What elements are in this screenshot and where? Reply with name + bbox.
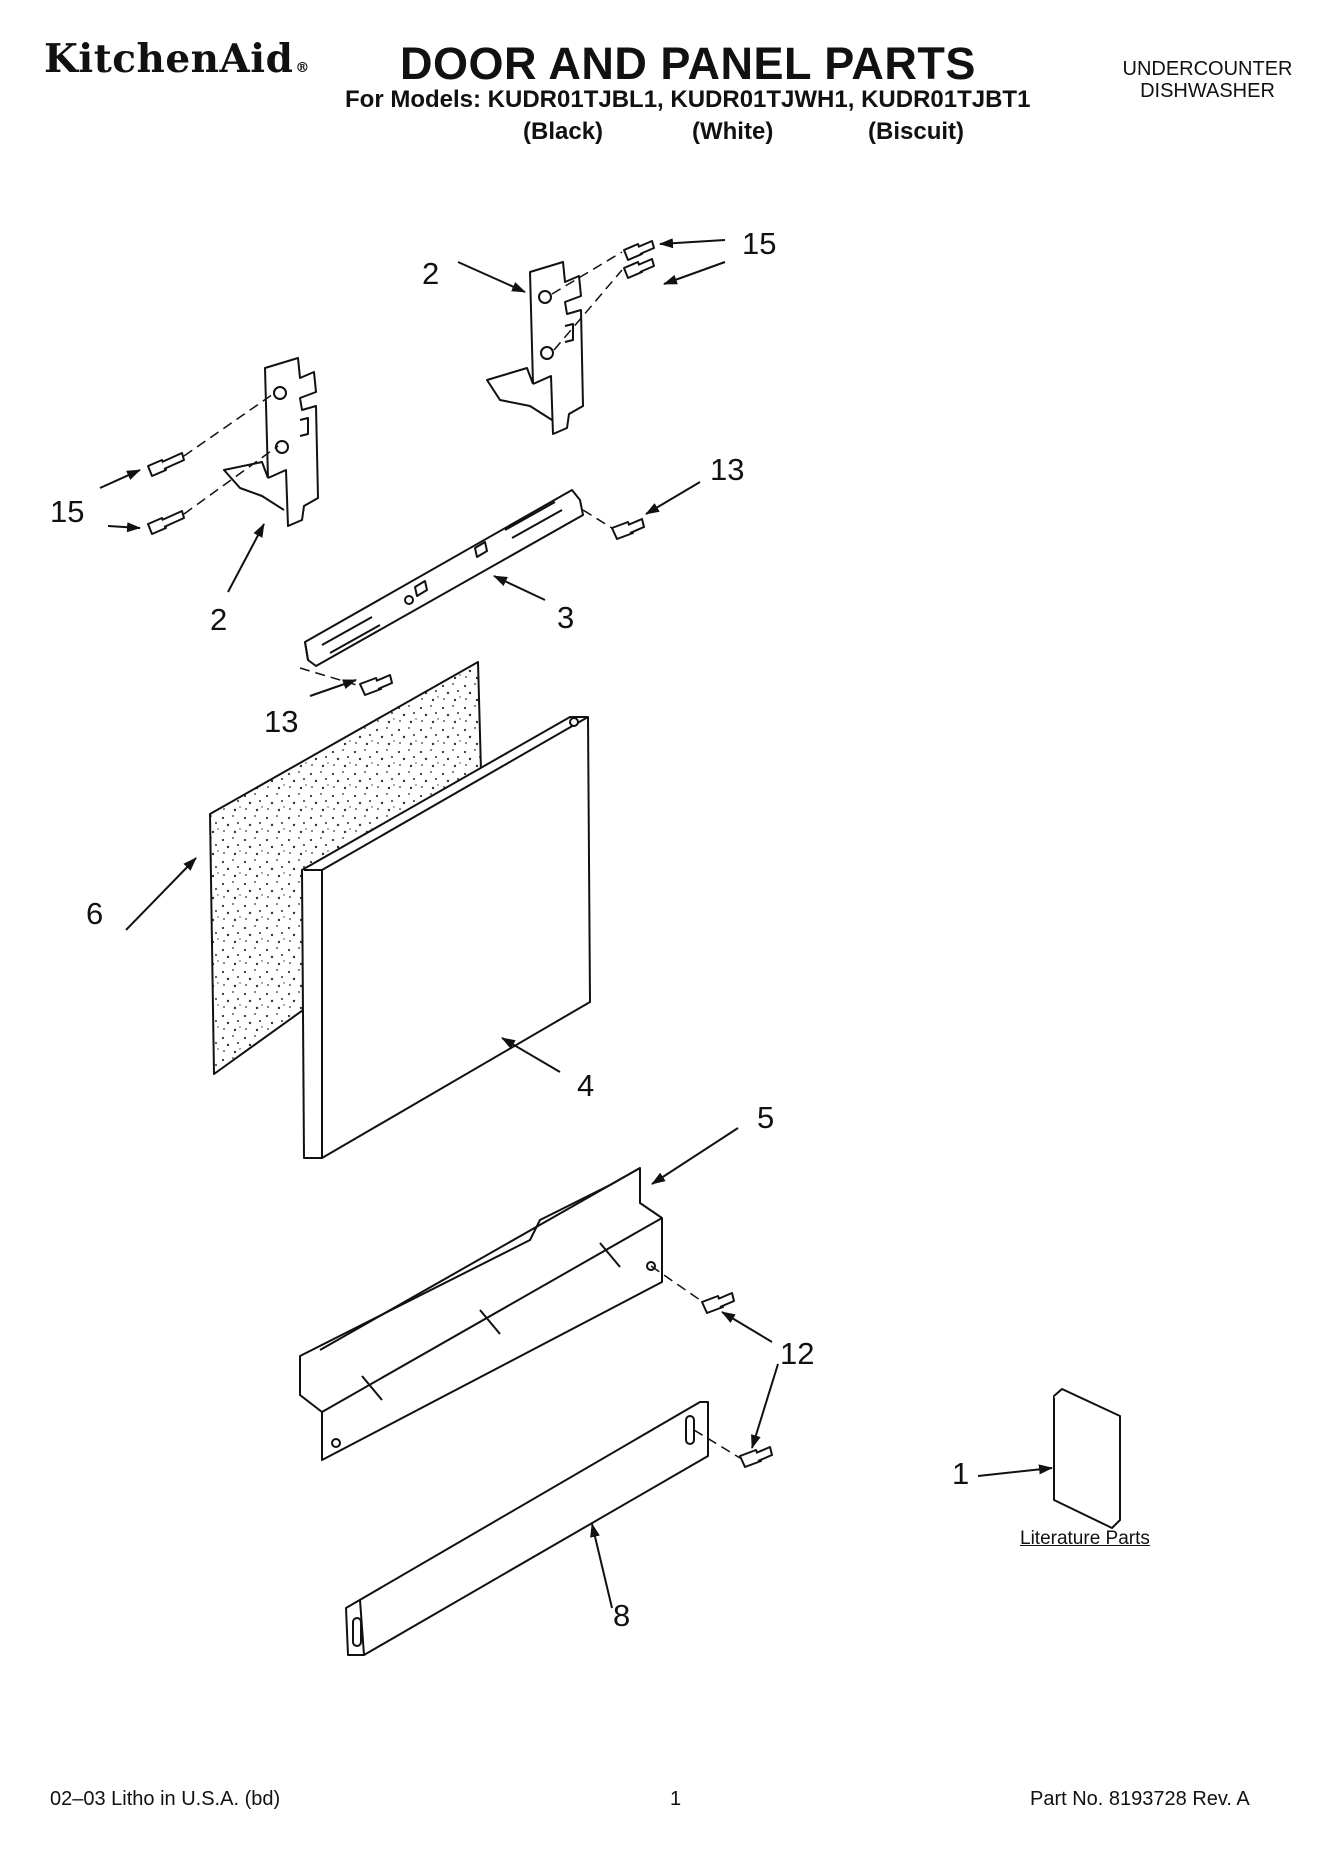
callout-2-top: 2: [422, 256, 440, 291]
footer-page-number: 1: [670, 1788, 682, 1810]
callout-arrows: [99, 238, 1053, 1609]
appliance-category: UNDERCOUNTER DISHWASHER: [1110, 58, 1305, 102]
models-line: For Models: KUDR01TJBL1, KUDR01TJWH1, KU…: [345, 86, 1031, 113]
callout-12: 12: [780, 1336, 815, 1371]
literature-parts-label: Literature Parts: [1020, 1528, 1150, 1549]
page-title: DOOR AND PANEL PARTS: [400, 38, 976, 89]
screw-15c: [623, 240, 655, 261]
footer-part-number: Part No. 8193728 Rev. A: [1030, 1788, 1250, 1810]
callout-1: 1: [952, 1456, 970, 1491]
literature-booklet: [1053, 1388, 1121, 1529]
callout-13-left: 13: [264, 704, 299, 739]
brand-name: KitchenAid: [44, 36, 294, 82]
color-white: (White): [692, 118, 774, 145]
category-line-1: UNDERCOUNTER: [1122, 58, 1293, 80]
kick-plate: [345, 1401, 709, 1656]
screw-13b: [359, 674, 393, 696]
footer-litho: 02–03 Litho in U.S.A. (bd): [50, 1788, 281, 1810]
mounting-strip: [304, 489, 584, 667]
callout-2-bottom: 2: [210, 602, 228, 637]
toe-panel: [299, 1167, 663, 1461]
callout-15-top: 15: [742, 226, 777, 261]
callout-15-left: 15: [50, 494, 85, 529]
brand-registered-mark: ®: [295, 60, 310, 76]
color-black: (Black): [523, 118, 604, 145]
hinge-bracket-left: [223, 357, 319, 527]
screw-12a: [701, 1292, 735, 1314]
screw-13a: [611, 518, 645, 540]
callout-5: 5: [757, 1100, 775, 1135]
screw-15d: [623, 258, 655, 279]
screw-12b: [739, 1446, 773, 1468]
brand-logo: KitchenAid®: [44, 36, 310, 82]
callout-3: 3: [557, 600, 575, 635]
callout-8: 8: [613, 1598, 631, 1633]
callout-6: 6: [86, 896, 104, 931]
color-biscuit: (Biscuit): [868, 118, 964, 145]
screw-15b: [147, 510, 185, 535]
screw-15a: [147, 452, 185, 477]
callout-13-right: 13: [710, 452, 745, 487]
callout-4: 4: [577, 1068, 595, 1103]
category-line-2: DISHWASHER: [1140, 80, 1275, 102]
door-panel: [301, 716, 591, 1159]
hinge-bracket-right: [486, 261, 584, 435]
